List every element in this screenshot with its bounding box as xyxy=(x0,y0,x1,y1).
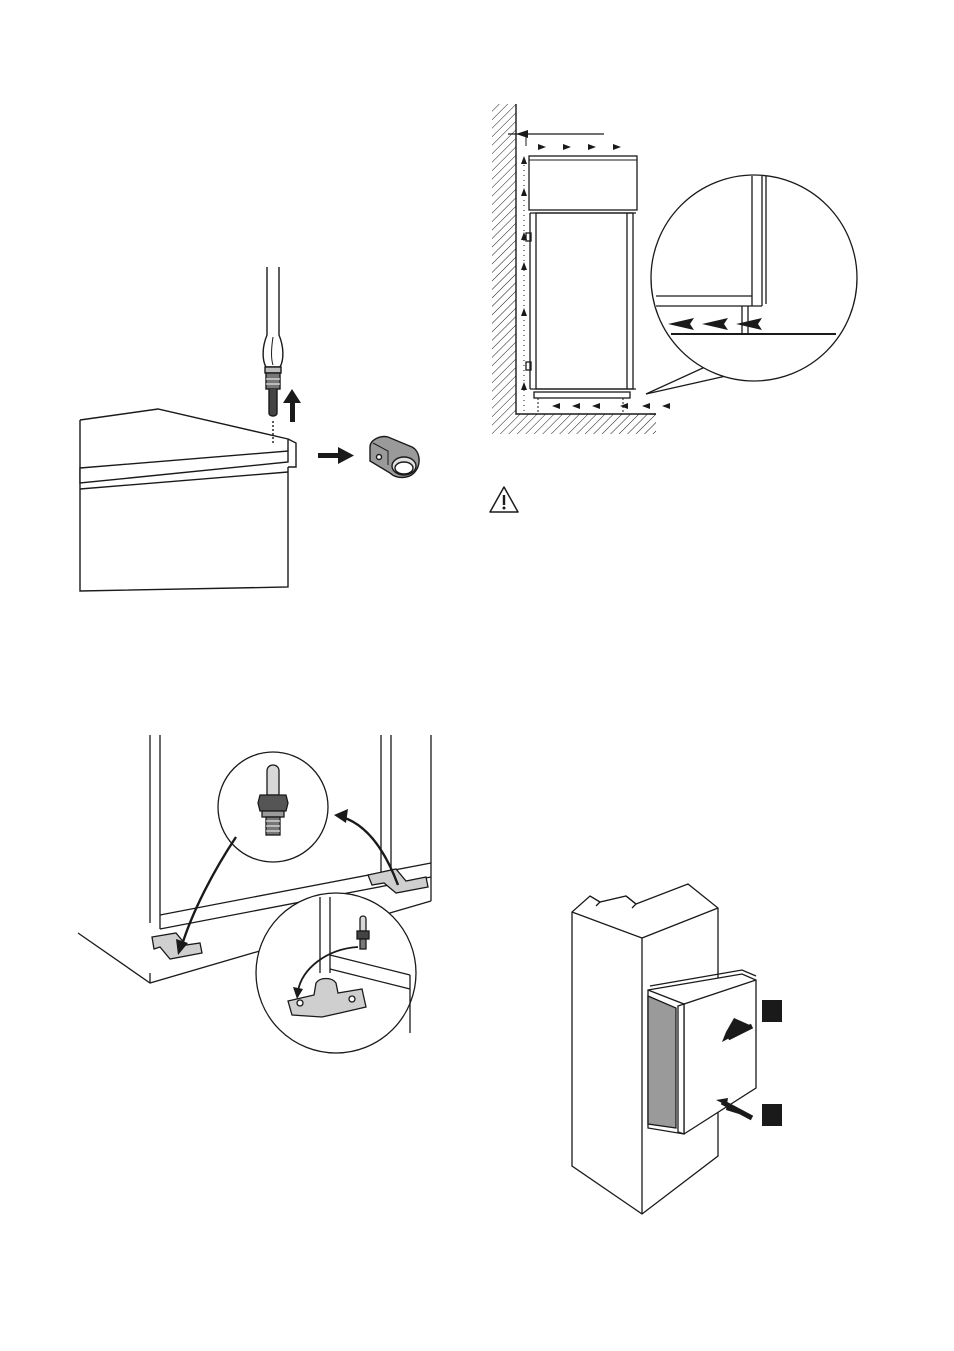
warning-triangle-icon xyxy=(488,485,520,515)
airflow-arrow-icon xyxy=(521,156,527,390)
plinth xyxy=(534,392,630,398)
hinge-pin-transfer-figure xyxy=(76,733,446,1055)
top-cabinet xyxy=(529,156,637,210)
ventilation-clearance-figure xyxy=(486,100,866,440)
airflow-arrow-icon xyxy=(552,403,670,409)
magnifier-circle xyxy=(651,175,857,381)
step-marker-2 xyxy=(762,1104,782,1126)
bracket-magnifier xyxy=(256,893,416,1053)
appliance-column xyxy=(526,213,636,389)
airflow-arrow-icon xyxy=(538,144,621,150)
hinge-cap-icon xyxy=(370,437,419,478)
door-hinge-screw-removal-figure xyxy=(70,255,450,600)
hinge-pin-magnifier xyxy=(218,752,328,862)
step-marker-1 xyxy=(762,1000,782,1022)
appliance-body xyxy=(80,409,296,591)
arrow-up-icon xyxy=(283,389,301,422)
screwdriver-icon xyxy=(263,267,283,416)
arrow-right-icon xyxy=(318,447,354,464)
niche-insertion-figure xyxy=(566,878,792,1220)
